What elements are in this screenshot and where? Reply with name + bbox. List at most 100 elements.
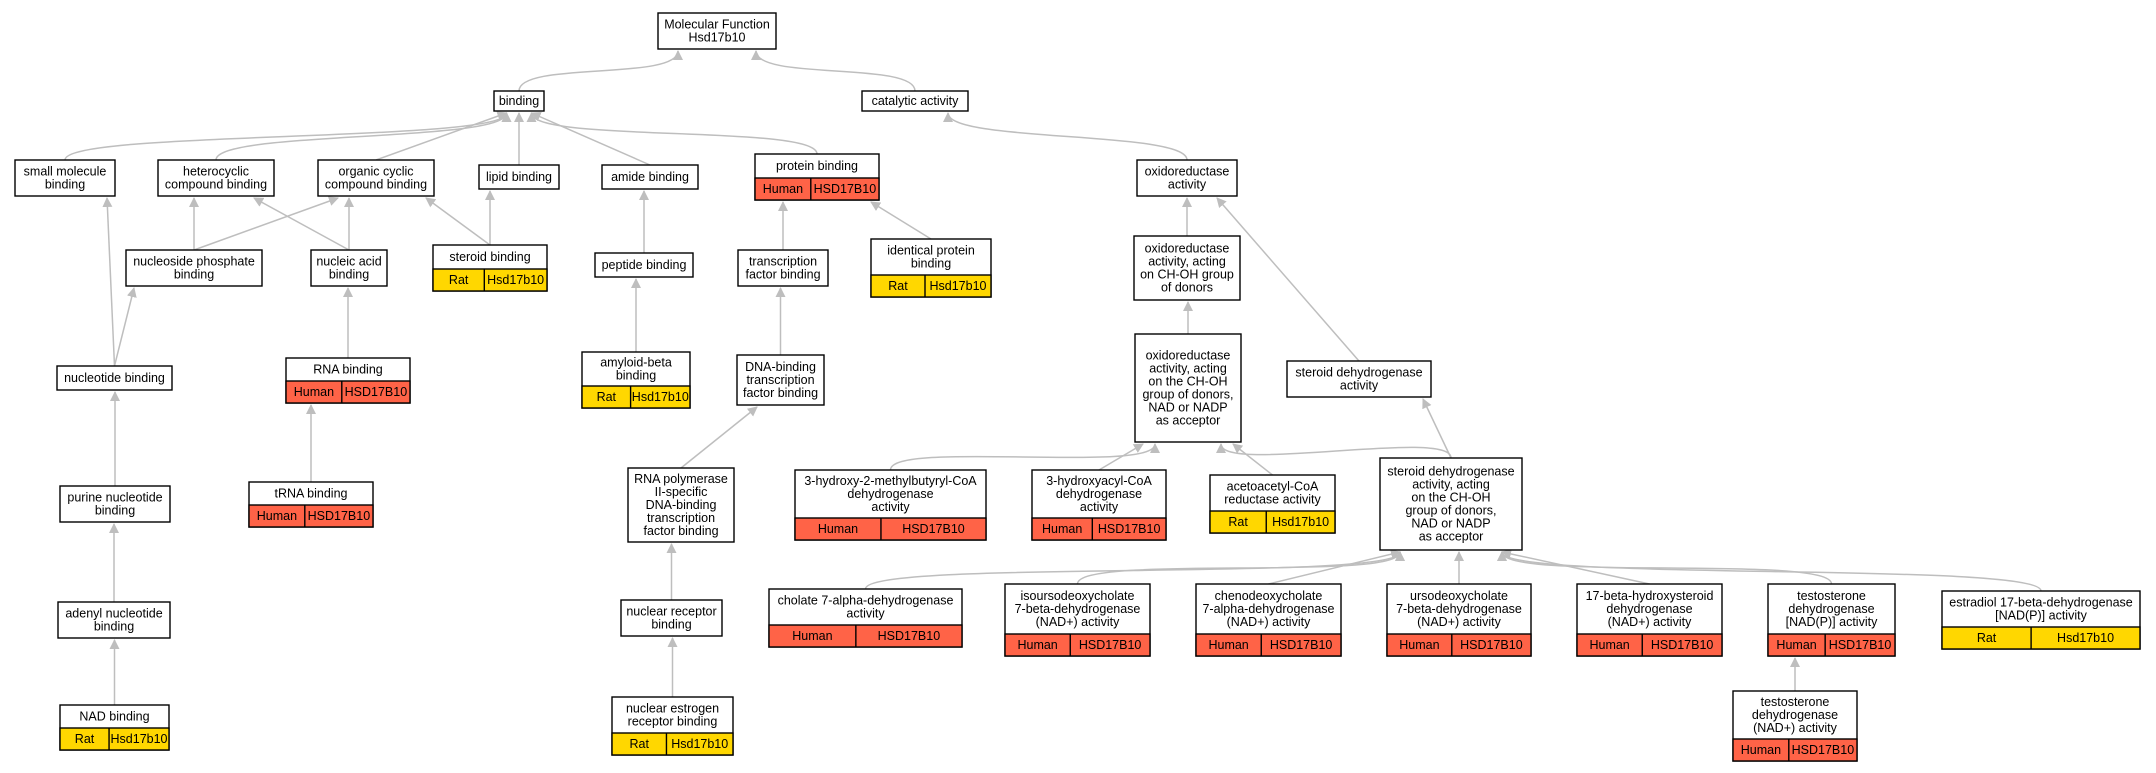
species-tag [1941,626,2141,650]
gene-label: HSD17B10 [308,509,371,523]
term-label-line: activity [1168,178,1207,192]
go-term-binding[interactable]: binding [493,90,545,112]
edge-steroid_dh-to-oxidoreductase [1216,197,1360,362]
edge-heterocyclic-to-binding [215,112,512,161]
term-label-line: peptide binding [602,258,687,272]
species-label: Rat [1228,515,1248,529]
term-label-line: on CH-OH group [1140,268,1234,282]
term-label-line: dehydrogenase [1606,602,1692,616]
term-label-line: chenodeoxycholate [1215,589,1323,603]
gene-label: HSD17B10 [1079,638,1142,652]
term-label-line: group of donors, [1405,504,1496,518]
species-label: Human [1042,522,1082,536]
edge-hsd17b_nad-to-steroid_dh_nad [1501,549,1650,585]
term-box [317,159,435,197]
term-label-line: (NAD+) activity [1227,615,1311,629]
species-label: Rat [1977,631,1997,645]
term-box [56,365,173,391]
term-label-line: testosterone [1797,589,1866,603]
term-label-line: binding [45,178,85,192]
term-box [125,249,263,287]
term-label-line: isoursodeoxycholate [1021,589,1135,603]
term-label-line: oxidoreductase [1145,165,1230,179]
term-label-line: as acceptor [1156,414,1221,428]
term-label-line: 3-hydroxyacyl-CoA [1046,474,1152,488]
term-label-line: oxidoreductase [1146,349,1231,363]
edge-estradiol-to-steroid_dh_nad [1497,551,2042,592]
term-label-line: activity [1340,379,1379,393]
go-term-lipid[interactable]: lipid binding [478,164,560,190]
term-label-line: nucleic acid [316,255,381,269]
go-term-peptide[interactable]: peptide binding [594,252,694,278]
term-label-line: dehydrogenase [1752,708,1838,722]
term-label-line: protein binding [776,159,858,173]
term-label-line: tRNA binding [275,487,348,501]
species-tag [870,274,992,298]
species-tag [59,727,170,751]
gene-label: Hsd17b10 [487,273,544,287]
go-term-isoursodeoxy[interactable]: isoursodeoxycholate7-beta-dehydrogenase(… [1004,583,1151,657]
term-box [310,249,388,287]
term-box [861,90,969,112]
gene-label: HSD17B10 [345,385,408,399]
go-term-estradiol[interactable]: estradiol 17-beta-dehydrogenase[NAD(P)] … [1941,590,2141,650]
go-term-amide[interactable]: amide binding [601,164,699,190]
edge-nuc_phos-to-org_cyclic [193,196,339,251]
edge-identical-to-protein [870,201,932,240]
term-box [1286,360,1432,398]
go-term-cholate[interactable]: cholate 7-alpha-dehydrogenaseactivityHum… [768,588,963,648]
term-box [1134,333,1242,443]
go-term-nucleotide[interactable]: nucleotide binding [56,365,173,391]
term-box [594,252,694,278]
term-label-line: dehydrogenase [1056,487,1142,501]
go-term-chenodeoxy[interactable]: chenodeoxycholate7-alpha-dehydrogenase(N… [1195,583,1342,657]
term-label-line: nucleoside phosphate [133,255,255,269]
gene-label: HSD17B10 [902,522,965,536]
go-term-hmbcoa[interactable]: 3-hydroxy-2-methylbutyryl-CoAdehydrogena… [794,469,987,541]
species-tag [1386,633,1532,657]
term-box [493,90,545,112]
go-term-hsd17b_nad[interactable]: 17-beta-hydroxysteroiddehydrogenase(NAD+… [1576,583,1723,657]
term-label-line: adenyl nucleotide [65,607,162,621]
term-label-line: nuclear receptor [626,605,716,619]
term-label-line: organic cyclic [338,165,413,179]
edge-nucleotide-to-nuc_phos [113,287,137,367]
go-term-catalytic[interactable]: catalytic activity [861,90,969,112]
term-label-line: catalytic activity [872,94,960,108]
term-label-line: binding [499,94,539,108]
edge-amide-to-binding [530,112,651,166]
go-term-ursodeoxy[interactable]: ursodeoxycholate7-beta-dehydrogenase(NAD… [1386,583,1532,657]
go-term-rnapol[interactable]: RNA polymeraseII-specificDNA-bindingtran… [627,467,735,543]
term-label-line: DNA-binding [745,360,816,374]
go-term-hacoa[interactable]: 3-hydroxyacyl-CoAdehydrogenaseactivityHu… [1031,469,1167,541]
term-label-line: lipid binding [486,170,552,184]
